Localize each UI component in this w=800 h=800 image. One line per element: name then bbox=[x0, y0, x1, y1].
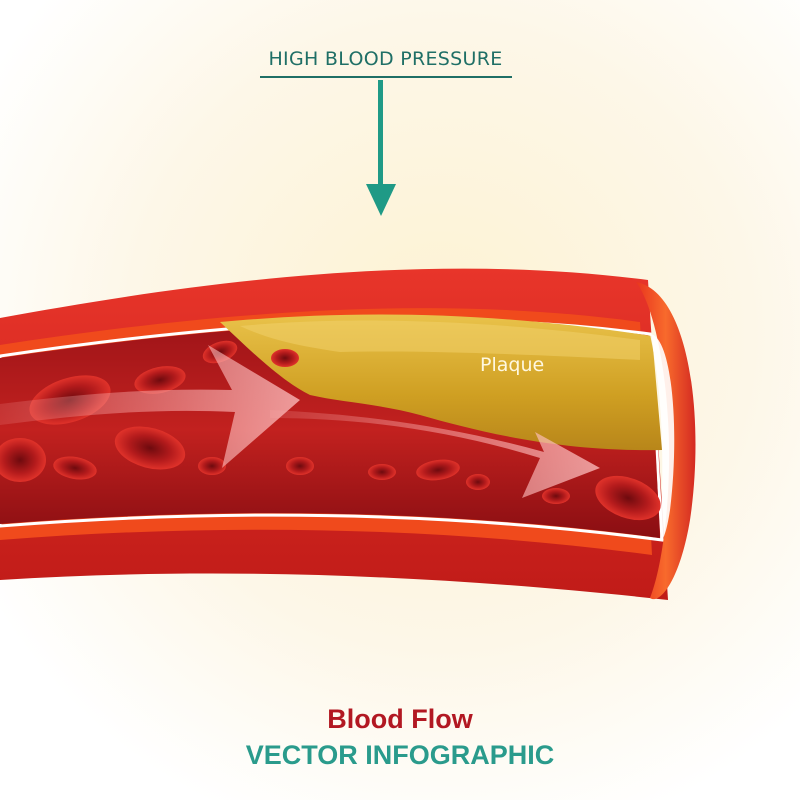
pressure-label: HIGH BLOOD PRESSURE bbox=[268, 48, 503, 70]
down-arrow-icon bbox=[366, 80, 396, 216]
artery-membrane bbox=[0, 318, 664, 542]
blood-cell bbox=[0, 438, 46, 482]
page-subtitle: VECTOR INFOGRAPHIC bbox=[245, 740, 555, 770]
flow-arrow-icon bbox=[0, 345, 600, 498]
plaque-label: Plaque bbox=[480, 354, 545, 376]
artery-opening bbox=[636, 282, 696, 600]
blood-cell bbox=[416, 459, 460, 481]
blood-cell bbox=[134, 366, 186, 394]
blood-cell bbox=[53, 456, 97, 480]
blood-cell bbox=[466, 474, 490, 490]
blood-cell bbox=[368, 464, 396, 480]
blood-cell bbox=[542, 488, 570, 504]
blood-cell bbox=[595, 475, 661, 521]
blood-cell bbox=[286, 457, 314, 475]
blood-cell bbox=[271, 349, 299, 367]
blood-cell bbox=[198, 457, 226, 475]
blood-cell bbox=[114, 426, 186, 470]
red-blood-cells bbox=[0, 340, 661, 521]
plaque-highlight bbox=[240, 320, 640, 360]
page-title: Blood Flow bbox=[327, 704, 473, 734]
